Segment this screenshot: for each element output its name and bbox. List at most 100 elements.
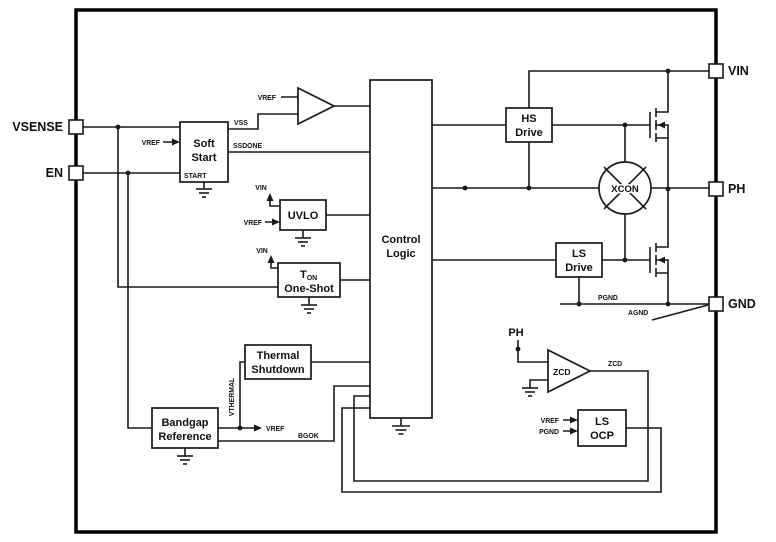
uvlo-label: UVLO	[288, 210, 319, 222]
pin-square-vsense	[68, 119, 84, 135]
label-ssdone: SSDONE	[233, 143, 263, 150]
pin-square-gnd	[708, 296, 724, 312]
arrow-vref-out	[254, 424, 262, 432]
hs-drive-box	[505, 107, 553, 143]
control-logic-label: Control	[381, 234, 420, 246]
xcon-cross-icon	[603, 166, 647, 210]
wire-uvlo-nets	[265, 200, 370, 223]
comparator	[297, 86, 336, 126]
arrow-vin-ton	[267, 255, 275, 263]
hs-mosfet-arrow-icon	[658, 121, 665, 129]
signal-arrows	[172, 138, 578, 435]
pin-label-gnd: GND	[728, 297, 756, 311]
signal-labels: VREF VSS VREF SSDONE VIN VREF VIN VTHERM…	[142, 95, 649, 440]
bandgap-label: Bandgap	[161, 417, 208, 429]
label-ph-node: PH	[508, 327, 523, 339]
arrow-pgnd-lsocp	[570, 427, 578, 435]
svg-text:Drive: Drive	[515, 127, 543, 139]
thermal-box	[244, 344, 312, 380]
pin-square-vin	[708, 63, 724, 79]
pin-en: EN	[46, 165, 84, 181]
hs-drive-label: HS	[521, 113, 536, 125]
ground-symbols	[177, 182, 538, 465]
wire-vsense-net	[83, 126, 278, 288]
label-start: START	[184, 173, 207, 180]
ls-drive-box	[555, 242, 603, 278]
arrow-vref-uvlo	[272, 218, 280, 226]
wire-en-net	[83, 172, 180, 429]
label-vthermal: VTHERMAL	[229, 378, 236, 416]
pin-square-ph	[708, 181, 724, 197]
label-vin-ton: VIN	[256, 248, 268, 255]
wire-vin-rail	[528, 70, 709, 113]
block-uvlo: UVLO	[279, 199, 327, 231]
svg-text:Logic: Logic	[386, 248, 415, 260]
pin-label-en: EN	[46, 166, 63, 180]
ls-drive-label: LS	[572, 248, 586, 260]
svg-text:Reference: Reference	[158, 431, 211, 443]
soft-start-label: Soft	[193, 138, 215, 150]
block-control-logic: Control Logic	[369, 79, 433, 419]
label-vref-uvlo: VREF	[244, 220, 262, 227]
ground-symbol	[392, 418, 410, 435]
wire-ph-rail	[432, 125, 709, 260]
wire-hs-drive-nets	[432, 124, 650, 188]
ls-mosfet	[649, 188, 669, 304]
ground-symbol	[196, 182, 212, 198]
pin-square-en	[68, 165, 84, 181]
label-vin-uvlo: VIN	[255, 185, 267, 192]
pin-gnd: GND	[708, 296, 756, 312]
block-ls-drive: LS Drive	[555, 242, 603, 278]
uvlo-box	[279, 199, 327, 231]
ground-symbol	[295, 230, 311, 247]
wire-softstart-nets	[163, 96, 370, 153]
label-pgnd-lsocp: PGND	[539, 429, 559, 436]
block-hs-drive: HS Drive	[505, 107, 553, 143]
pin-label-ph: PH	[728, 182, 745, 196]
label-bgok: BGOK	[298, 433, 319, 440]
ground-symbol	[177, 448, 193, 465]
zcd-label: ZCD	[553, 367, 570, 377]
wire-reference-nets	[218, 361, 370, 442]
wire-pgnd-agnd	[560, 303, 709, 321]
thermal-label: Thermal	[257, 350, 300, 362]
wire-ton-nets	[270, 262, 370, 281]
pin-vsense: VSENSE	[12, 119, 84, 135]
svg-text:Drive: Drive	[565, 262, 593, 274]
arrow-vref-softstart	[172, 138, 180, 146]
label-vref-softstart: VREF	[142, 140, 160, 147]
label-vref-comp: VREF	[258, 95, 276, 102]
block-ton-one-shot: TON One-Shot	[277, 262, 341, 298]
label-vref-out: VREF	[266, 426, 284, 433]
hs-mosfet	[649, 108, 669, 188]
pin-ph: PH	[708, 181, 745, 197]
bandgap-box	[151, 407, 219, 449]
zcd-symbol	[547, 348, 592, 394]
wires	[83, 70, 709, 493]
svg-text:One-Shot: One-Shot	[284, 283, 334, 295]
ls-ocp-label: LS	[595, 416, 609, 428]
arrow-vref-lsocp	[570, 416, 578, 424]
block-thermal-shutdown: Thermal Shutdown	[244, 344, 312, 380]
pin-label-vsense: VSENSE	[12, 120, 63, 134]
block-bandgap-reference: Bandgap Reference	[151, 407, 219, 449]
svg-text:OCP: OCP	[590, 430, 614, 442]
block-soft-start: Soft Start START	[179, 121, 229, 183]
arrow-vin-uvlo	[266, 193, 274, 201]
ground-symbol	[301, 297, 317, 314]
label-vref-lsocp: VREF	[541, 418, 559, 425]
label-zcd-out: ZCD	[608, 361, 622, 368]
zcd-comparator: ZCD	[547, 348, 592, 394]
ls-mosfet-arrow-icon	[658, 256, 665, 264]
ton-label: TON	[300, 269, 317, 282]
ground-symbol	[522, 387, 538, 397]
label-vss: VSS	[234, 120, 248, 127]
xcon-label: XCON	[611, 184, 639, 195]
pin-vin: VIN	[708, 63, 749, 79]
wire-feedback-returns	[341, 370, 662, 493]
ton-box	[277, 262, 341, 298]
svg-text:Start: Start	[191, 152, 216, 164]
pin-label-vin: VIN	[728, 64, 749, 78]
svg-text:Shutdown: Shutdown	[251, 364, 304, 376]
